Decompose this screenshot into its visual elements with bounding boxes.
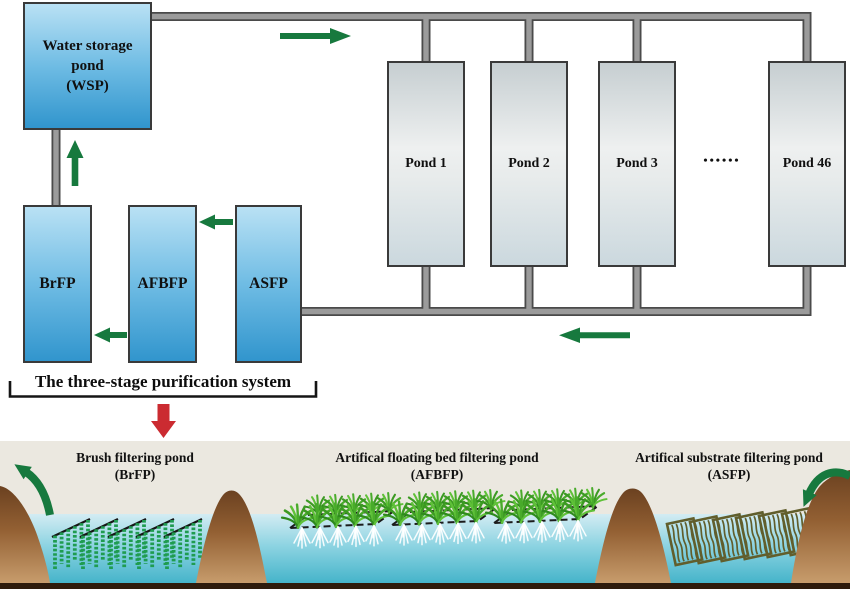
afbfp-section-abbr: (AFBFP) <box>410 467 464 482</box>
pond-2-label: Pond 2 <box>508 156 550 171</box>
flow-arrow-asfp-afbfp-icon <box>199 214 233 230</box>
red-down-arrow-icon <box>151 404 176 438</box>
pond-water <box>0 514 850 583</box>
asfp-box: ASFP <box>235 205 302 363</box>
brfp-box: BrFP <box>23 205 92 363</box>
pond-1-box: Pond 1 <box>387 61 465 267</box>
afbfp-section-title: Artifical floating bed filtering pond <box>335 450 539 465</box>
flow-arrow-afbfp-brfp-icon <box>94 327 127 343</box>
pond-3-label: Pond 3 <box>616 156 658 171</box>
wsp-label: Water storage pond <box>42 37 133 74</box>
asfp-section-title: Artifical substrate filtering pond <box>635 450 823 465</box>
pond-ellipsis: •••••• <box>703 153 741 167</box>
brfp-section-abbr: (BrFP) <box>114 467 156 482</box>
asfp-label: ASFP <box>249 275 288 292</box>
brfp-section-title: Brush filtering pond <box>76 450 194 465</box>
flow-arrow-right-icon <box>280 28 351 44</box>
afbfp-label: AFBFP <box>137 275 188 292</box>
asfp-section-abbr: (ASFP) <box>707 467 751 482</box>
flow-arrow-up-wsp-icon <box>66 140 84 186</box>
three-stage-caption: The three-stage purification system <box>34 372 292 391</box>
curved-arrow-outflow-icon <box>14 464 54 516</box>
wsp-abbr: (WSP) <box>66 78 109 95</box>
curved-arrow-inflow-icon <box>802 468 850 507</box>
pond-3-box: Pond 3 <box>598 61 676 267</box>
brfp-label: BrFP <box>39 275 76 292</box>
soil-mounds <box>0 470 850 583</box>
flow-arrow-left-bottom-icon <box>559 327 630 343</box>
pipe-network <box>53 13 810 315</box>
pond-2-box: Pond 2 <box>490 61 568 267</box>
pond-46-box: Pond 46 <box>768 61 846 267</box>
afbfp-section-caption: Artifical floating bed filtering pond (A… <box>277 449 597 483</box>
brfp-section-caption: Brush filtering pond (BrFP) <box>25 449 245 483</box>
soil-strip <box>0 583 850 589</box>
pond-46-label: Pond 46 <box>782 156 832 171</box>
afbfp-box: AFBFP <box>128 205 197 363</box>
pond-1-label: Pond 1 <box>405 156 447 171</box>
bracket <box>8 381 318 398</box>
asfp-section-caption: Artifical substrate filtering pond (ASFP… <box>589 449 850 483</box>
wsp-box: Water storage pond (WSP) <box>23 2 152 130</box>
